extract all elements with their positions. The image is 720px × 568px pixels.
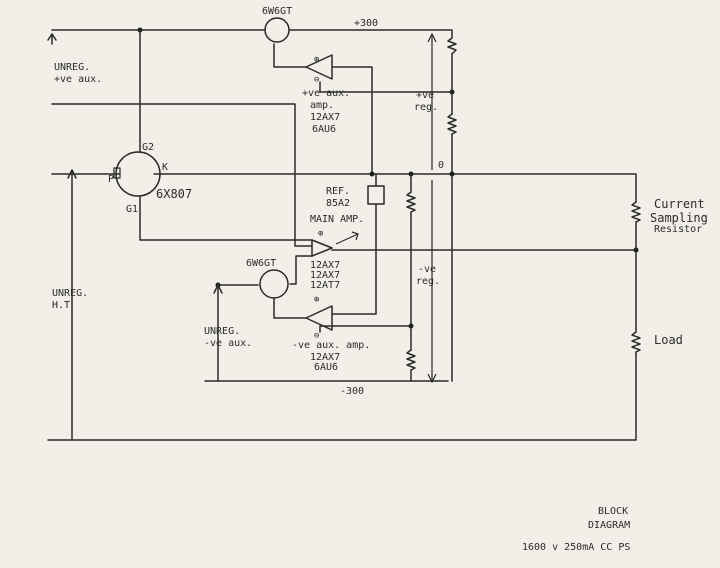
junction [408,171,414,177]
ht-return-rail [47,351,637,441]
current-sampling-line3: Resistor [654,224,702,235]
junction [633,247,639,253]
minus-300-label: -300 [340,386,364,397]
current-sampling-line1: Current [654,197,705,211]
bottom-tube-plate [289,255,313,285]
neg-aux-amp-symbol: ⊕ ⊖ [305,295,333,341]
neg-reg-line1: -ve [418,264,436,275]
pos-aux-feedback [331,66,373,175]
unreg-neg-aux-line1: UNREG. [204,326,240,337]
main-tube-6x807 [115,151,161,197]
ref-85a2 [367,185,385,205]
load-label: Load [654,333,683,347]
arrow-icon [67,169,77,179]
svg-text:⊕: ⊕ [318,229,323,239]
ref-line1: REF. [326,186,350,197]
pos-reg-line1: +ve [416,90,434,101]
current-sampling-resistor-icon [631,201,641,223]
resistors [406,37,641,371]
resistor-icon [447,113,457,135]
pos-aux-amp-line1: +ve aux. [302,88,350,99]
junction [449,89,455,95]
zero-label: 0 [438,160,444,171]
plus-300-rail [51,29,453,39]
main-amp-line2: 12AX7 [310,270,340,281]
bottom-tube-label: 6W6GT [246,258,276,269]
wiring [47,29,637,441]
unreg-ht-line2: H.T [52,300,70,311]
g1-wire [139,195,313,241]
p-label: P [108,174,114,185]
main-amp-label: MAIN AMP. [310,214,364,225]
svg-text:⊖: ⊖ [314,75,319,85]
regulation-arrows [427,32,437,384]
resistor-icon [406,349,416,371]
unreg-ht-line1: UNREG. [52,288,88,299]
pos-aux-amp-line4: 6AU6 [312,124,336,135]
unreg-neg-aux-line2: -ve aux. [204,338,252,349]
junction-dots [137,27,639,329]
neg-aux-amp-line1: -ve aux. amp. [292,340,370,351]
top-tube-6w6gt [264,17,290,43]
arrow-icon [213,284,223,294]
resistor-icon [406,191,416,213]
unreg-pos-aux-line1: UNREG. [54,62,90,73]
plus-300-label: +300 [354,18,378,29]
bottom-tube-out [273,297,307,319]
svg-text:⊖: ⊖ [314,331,319,341]
neg-aux-amp-line3: 6AU6 [314,362,338,373]
neg-aux-in [319,325,412,333]
top-tube-wire [273,43,307,68]
title-block-line2: DIAGRAM [588,520,630,531]
current-sampling-line2: Sampling [650,211,708,225]
arrow-icon [47,33,57,41]
load-resistor-icon [631,331,641,353]
svg-text:⊕: ⊕ [314,55,319,65]
main-amp-line3: 12AT7 [310,280,340,291]
pos-aux-amp-symbol: ⊕ ⊖ [305,54,333,85]
plate-marker [113,167,121,179]
title-block-line3: 1600 v 250mA CC PS [522,542,630,553]
top-tube-label: 6W6GT [262,6,292,17]
main-amp-line1: 12AX7 [310,260,340,271]
unreg-pos-aux-rail [51,103,313,247]
main-tube-label: 6X807 [156,187,192,201]
pos-aux-amp-line2: amp. [310,100,334,111]
bottom-tube-6w6gt [259,269,289,299]
ref-wire [331,173,377,315]
main-amp-symbol: ⊕ [311,229,359,257]
pos-aux-in [319,81,453,93]
k-label: K [162,162,168,173]
neg-aux-amp-line2: 12AX7 [310,352,340,363]
input-arrows [47,33,223,294]
junction [408,323,414,329]
g2-label: G2 [142,142,154,153]
labels: 6W6GT +300 -300 0 UNREG. +ve aux. UNREG.… [52,6,708,553]
svg-text:⊕: ⊕ [314,295,319,305]
arrow-icon [427,373,437,384]
ref-line2: 85A2 [326,198,350,209]
pos-reg-line2: reg. [414,102,438,113]
title-block-line1: BLOCK [598,506,628,517]
junction [137,27,143,33]
resistor-icon [447,37,457,55]
junction [449,171,455,177]
neg-reg-line2: reg. [416,276,440,287]
unreg-pos-aux-line2: +ve aux. [54,74,102,85]
g1-label: G1 [126,204,138,215]
arrow-icon [427,32,437,43]
zero-rail [51,173,637,203]
pos-aux-amp-line3: 12AX7 [310,112,340,123]
junction [369,171,375,177]
